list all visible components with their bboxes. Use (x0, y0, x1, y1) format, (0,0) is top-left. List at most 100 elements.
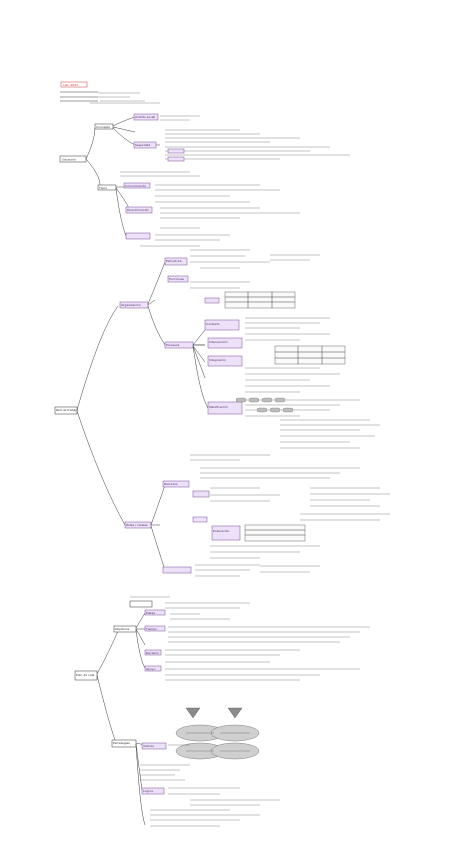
map1-branch-a (94, 123, 114, 130)
map1-sub-4-label: Discriminación (127, 208, 149, 212)
map2-table-1 (224, 291, 296, 309)
map3-notes-a (130, 596, 370, 681)
map3-sub-1 (144, 609, 166, 616)
map2-sub-2-label: Funciones (169, 277, 184, 281)
map3-sub-5 (141, 742, 167, 750)
map2-pill-row (235, 397, 294, 413)
map2-root-label: Red de trabajo (56, 408, 78, 412)
map2-branch-b-label: Roles / niveles (126, 523, 148, 527)
map1-branch-b-label: Tipos (98, 186, 107, 190)
map2-table-2-grid (275, 346, 345, 364)
map1-tag-2 (167, 156, 185, 162)
map2-pill (274, 397, 286, 403)
map3-sub-4 (144, 665, 162, 672)
map2-sub-8-label: Recursos (164, 482, 178, 486)
map2-sub-7 (207, 401, 243, 415)
map2-pill (256, 407, 268, 413)
map2-sub-9 (211, 525, 241, 541)
map1-notes-b (120, 171, 300, 247)
map3-sub-3-label: Decisión (146, 651, 159, 655)
map1-branch-a-connectors (112, 116, 160, 146)
map3-branch-b-connectors (135, 742, 146, 826)
map3-branch-a-label: Objetivos (115, 627, 130, 631)
map2-pill (261, 397, 273, 403)
map2-sub-8 (162, 480, 190, 488)
map3-sub-6 (141, 787, 165, 795)
concept-map-2: Red de trabajo Organización Roles / nive… (54, 249, 390, 577)
map2-pill (269, 407, 281, 413)
map3-sub-3 (144, 649, 162, 656)
map2-sub-3-connectors (192, 329, 209, 409)
map2-pill (248, 397, 260, 403)
map1-title-box (60, 81, 88, 88)
concept-map-3: Plan de vida Objetivos Estrategias Metas… (74, 596, 370, 827)
map2-notes-1 (190, 249, 320, 289)
map1-sub-1 (133, 113, 159, 121)
map3-root-connectors (96, 630, 119, 741)
map2-sub-2 (167, 275, 189, 283)
map2-pill (282, 407, 294, 413)
map1-sub-3 (123, 182, 151, 189)
map3-root-label: Plan de vida (76, 673, 95, 677)
funnel-triangle-left (185, 707, 201, 719)
map3-sub-4-label: Apoyo (146, 667, 156, 671)
map3-note-box (129, 600, 153, 608)
map3-sub-2-label: Tiempo (145, 627, 157, 631)
map1-tag-1 (167, 148, 185, 154)
map2-sub-6-label: Integración (209, 358, 226, 362)
map2-pill (235, 397, 247, 403)
map3-sub-5-label: Valores (143, 744, 154, 748)
map1-root-connectors (85, 127, 101, 186)
map2-notes-3 (280, 419, 380, 449)
map2-sub-5 (207, 337, 243, 349)
map3-notes-b (140, 744, 280, 827)
map1-branch-b (97, 184, 117, 191)
map2-tag-d (162, 566, 192, 574)
map2-notes-4 (190, 454, 390, 577)
map2-branch-b-connectors (150, 484, 166, 571)
map2-table-3 (244, 524, 306, 542)
map2-sub-4 (204, 319, 240, 331)
map1-sub-2 (133, 141, 157, 149)
map2-sub-4-label: Contexto (206, 322, 220, 326)
map1-sub-4 (125, 206, 153, 214)
map3-branch-a-connectors (135, 612, 146, 669)
map2-tag-b (192, 490, 210, 498)
map2-sub-1-label: Estructura (166, 259, 182, 263)
map1-sub-2-label: Seguridad (135, 143, 150, 147)
map1-title-notes (60, 91, 98, 102)
map2-sub-5-label: Intervención (209, 340, 228, 344)
map2-table-3-grid (245, 529, 305, 536)
map2-root-node (54, 406, 78, 415)
map3-funnel-diagram (175, 707, 260, 760)
map1-root-label: Situación (62, 158, 76, 162)
map1-title: Lab. 2023 (63, 83, 78, 87)
map1-sub-5 (125, 232, 151, 240)
map1-branch-a-label: Concepto (96, 125, 110, 129)
map2-table-1-grid (225, 292, 295, 308)
map2-sub-1 (164, 257, 188, 266)
map1-sub-3-label: Comunicación (125, 184, 146, 188)
funnel-triangle-right (227, 707, 243, 719)
map1-notes-a (160, 115, 350, 160)
map1-sub-1-label: Ámbito social (135, 114, 155, 119)
map1-title-scribbles (90, 92, 160, 104)
funnel-oval-notes (186, 732, 250, 752)
map3-branch-b (111, 739, 137, 748)
map2-sub-9-label: Evaluación (213, 529, 229, 533)
map2-branch-a-connectors (147, 261, 205, 346)
map3-branch-b-label: Estrategias (113, 741, 130, 745)
map2-sub-3-label: Procesos (166, 343, 180, 347)
map2-sub-7-label: Planificación (209, 405, 228, 409)
map3-sub-2 (144, 625, 166, 632)
map2-tag-c (192, 516, 208, 523)
map2-sub-6 (207, 355, 243, 367)
concept-map-1: Lab. 2023 Situación Concepto Tipos Ámbit… (59, 81, 350, 247)
map2-branch-a-label: Organización (121, 303, 141, 307)
map2-table-2 (274, 345, 346, 365)
map3-sub-6-label: Logros (143, 789, 153, 793)
map2-tag-a (204, 297, 220, 304)
map2-root-connectors (76, 305, 126, 526)
map3-sub-1-label: Metas (146, 611, 155, 615)
